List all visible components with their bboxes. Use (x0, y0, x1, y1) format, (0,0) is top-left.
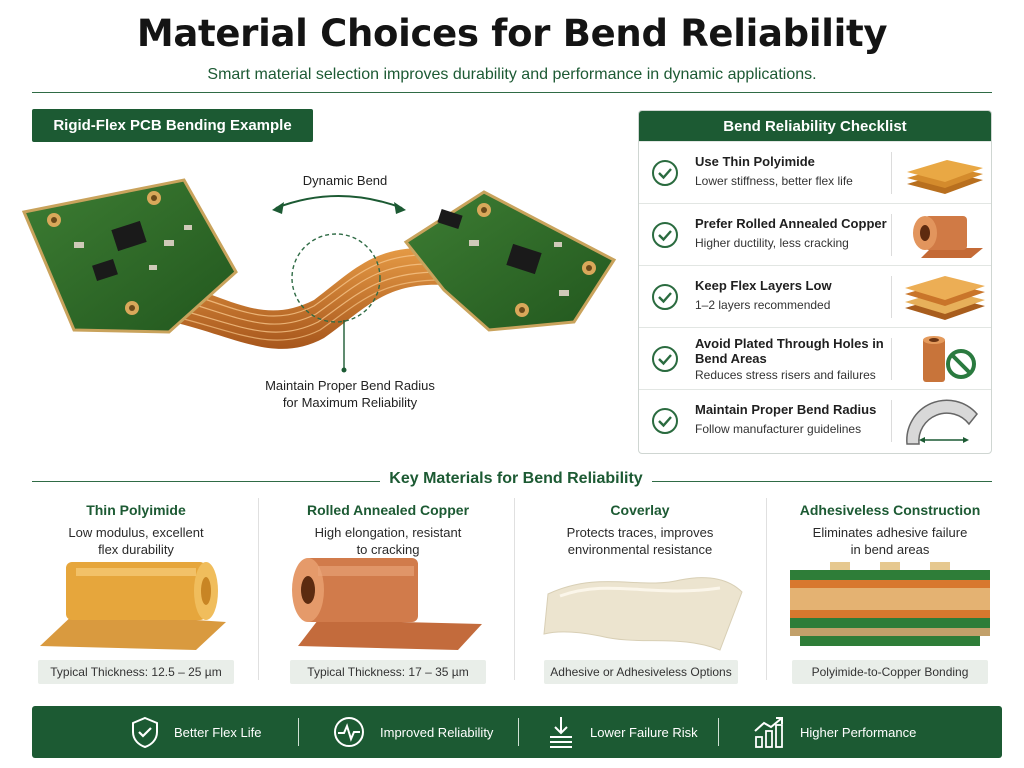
polyimide-film-illustration (40, 562, 226, 650)
rigid-flex-pcb-illustration (21, 178, 617, 373)
bend-radius-label: Maintain Proper Bend Radius for Maximum … (265, 378, 435, 410)
key-materials-title: Key Materials for Bend Reliability (389, 470, 643, 487)
coverlay-film-illustration (543, 577, 743, 651)
copper-foil-roll-illustration (292, 558, 482, 650)
section-divider-left (32, 481, 380, 482)
check-circle-icon (652, 345, 678, 372)
pulse-gauge-icon (334, 717, 364, 747)
options-badge: Adhesive or Adhesiveless Options (544, 660, 738, 684)
header-divider (32, 92, 992, 93)
flex-cable (163, 247, 444, 349)
page-subtitle: Smart material selection improves durabi… (207, 66, 817, 83)
shield-check-icon (132, 716, 158, 748)
laminate-stack-illustration (790, 562, 990, 646)
dynamic-bend-arrow (275, 195, 403, 209)
down-arrow-stack-icon (550, 717, 572, 748)
check-circle-icon (652, 221, 678, 248)
benefit-lower-failure-risk: Lower Failure Risk (546, 706, 698, 758)
material-card-rolled-annealed-copper: Rolled Annealed Copper High elongation, … (268, 500, 508, 690)
bend-highlight-circle (291, 233, 381, 323)
benefit-higher-performance: Higher Performance (752, 706, 916, 758)
benefits-footer: Better Flex Life Improved Reliability Lo… (32, 706, 1002, 758)
check-circle-icon (652, 159, 678, 186)
bar-chart-up-icon (754, 717, 783, 748)
material-card-adhesiveless-construction: Adhesiveless Construction Eliminates adh… (770, 500, 1010, 690)
page-title: Material Choices for Bend Reliability (136, 12, 888, 55)
thickness-badge: Typical Thickness: 12.5 – 25 µm (38, 660, 234, 684)
benefit-better-flex-life: Better Flex Life (130, 706, 261, 758)
polyimide-sheets-icon (907, 160, 983, 194)
example-section-label: Rigid-Flex PCB Bending Example (32, 109, 313, 142)
checklist-item: Avoid Plated Through Holes in Bend Areas… (639, 327, 991, 389)
thickness-badge: Typical Thickness: 17 – 35 µm (290, 660, 486, 684)
check-circle-icon (652, 407, 678, 434)
dynamic-bend-label: Dynamic Bend (302, 173, 388, 188)
right-rigid-board (403, 190, 617, 332)
section-divider-right (652, 481, 992, 482)
no-via-icon (923, 336, 976, 382)
layer-stack-icon (905, 276, 985, 320)
benefit-improved-reliability: Improved Reliability (332, 706, 493, 758)
bonding-badge: Polyimide-to-Copper Bonding (792, 660, 988, 684)
bend-radius-icon (906, 399, 978, 445)
copper-roll-icon (913, 216, 983, 258)
checklist-title: Bend Reliability Checklist (639, 111, 991, 141)
left-rigid-board (21, 178, 238, 334)
check-circle-icon (652, 283, 678, 310)
bend-reliability-checklist: Bend Reliability Checklist Use Thin Poly… (638, 110, 992, 454)
